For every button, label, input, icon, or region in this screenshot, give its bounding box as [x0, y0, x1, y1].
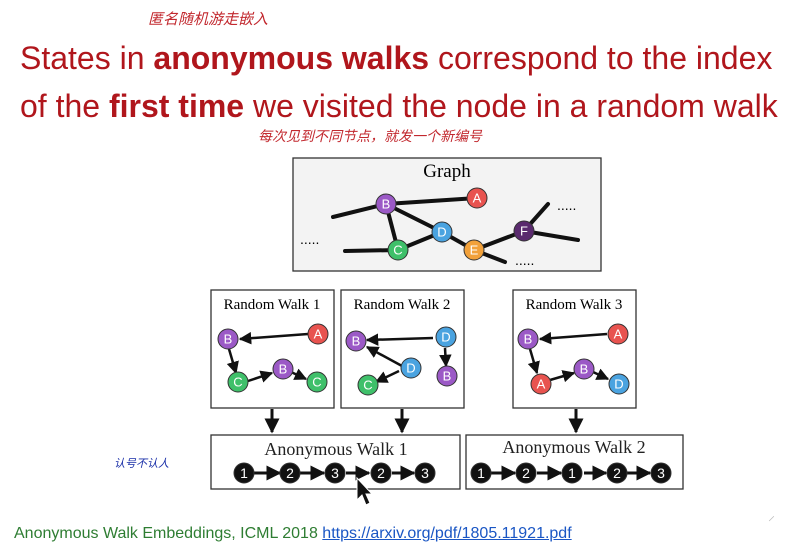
walk-1-node-2: B — [217, 328, 239, 350]
svg-text:2: 2 — [613, 465, 621, 481]
anonymous-walk-2-step-1: 1 — [470, 462, 492, 484]
svg-text:B: B — [224, 332, 233, 347]
citation-footer: Anonymous Walk Embeddings, ICML 2018 htt… — [14, 525, 572, 543]
svg-text:B: B — [524, 332, 533, 347]
svg-text:2: 2 — [377, 465, 385, 481]
svg-text:D: D — [441, 330, 450, 345]
anonymous-walk-1-step-3: 3 — [324, 462, 346, 484]
anonymous-walk-nodes: 1 2 3 2 3 1 2 1 2 3 — [233, 462, 672, 484]
random-walk-2-title: Random Walk 2 — [354, 297, 451, 313]
heading-text-3: we visited the node in a random walk — [244, 88, 778, 124]
svg-text:C: C — [312, 375, 321, 390]
svg-text:F: F — [520, 224, 528, 239]
graph-node-b: B — [375, 193, 397, 215]
walk-1-node-5: C — [306, 371, 328, 393]
walk-2-node-3: B — [436, 365, 458, 387]
svg-text:1: 1 — [240, 465, 248, 481]
walk-3-node-2: B — [517, 328, 539, 350]
paper-link[interactable]: https://arxiv.org/pdf/1805.11921.pdf — [322, 525, 572, 542]
anonymous-walk-1-title: Anonymous Walk 1 — [264, 439, 407, 459]
anonymous-walk-1-step-1: 1 — [233, 462, 255, 484]
svg-text:D: D — [437, 225, 446, 240]
svg-text:2: 2 — [286, 465, 294, 481]
anonymous-walk-2-step-4: 2 — [606, 462, 628, 484]
svg-text:C: C — [233, 375, 242, 390]
anonymous-walk-1-step-4: 2 — [370, 462, 392, 484]
svg-text:B: B — [352, 334, 361, 349]
heading-text-2: correspond to the index of the — [20, 40, 773, 124]
graph-node-f: F — [513, 220, 535, 242]
random-walk-3-title: Random Walk 3 — [526, 297, 623, 313]
anonymous-walk-1-step-5: 3 — [414, 462, 436, 484]
svg-text:2: 2 — [522, 465, 530, 481]
random-walk-arrows — [226, 331, 610, 384]
graph-node-e: E — [463, 239, 485, 261]
anonymous-walk-2-step-5: 3 — [650, 462, 672, 484]
slide-heading: States in anonymous walks correspond to … — [20, 34, 790, 130]
random-walk-nodes: A B C B C D B B C D A B A B D — [217, 323, 630, 396]
svg-text:A: A — [314, 327, 323, 342]
svg-text:A: A — [473, 191, 482, 206]
walk-3-node-5: D — [608, 373, 630, 395]
graph-node-c: C — [387, 239, 409, 261]
svg-text:A: A — [614, 327, 623, 342]
svg-text:3: 3 — [421, 465, 429, 481]
graph-ellipsis-left: ..... — [300, 231, 319, 247]
svg-text:E: E — [470, 243, 479, 258]
graph-nodes: A B C D E F — [375, 187, 535, 261]
walk-3-node-4: B — [573, 358, 595, 380]
svg-text:D: D — [614, 377, 623, 392]
anonymous-walk-2-title: Anonymous Walk 2 — [502, 437, 645, 457]
graph-node-d: D — [431, 221, 453, 243]
heading-bold-anonymous-walks: anonymous walks — [153, 40, 430, 76]
transform-arrows — [264, 409, 584, 434]
graph-ellipsis-right: ..... — [557, 197, 576, 213]
svg-text:A: A — [537, 377, 546, 392]
handwritten-note-side: 认号不认人 — [114, 457, 169, 470]
corner-watermark-icon: ⸍ — [768, 513, 775, 529]
graph-title: Graph — [423, 161, 471, 182]
walk-3-node-3: A — [530, 373, 552, 395]
anonymous-walk-1-step-2: 2 — [279, 462, 301, 484]
svg-text:D: D — [406, 361, 415, 376]
heading-text-1: States in — [20, 40, 154, 76]
walk-2-node-1: D — [435, 326, 457, 348]
citation-text: Anonymous Walk Embeddings, ICML 2018 — [14, 525, 323, 542]
handwritten-note-title: 匿名随机游走嵌入 — [148, 10, 269, 28]
walk-2-node-2: B — [345, 330, 367, 352]
svg-text:C: C — [393, 243, 402, 258]
random-walk-1-title: Random Walk 1 — [224, 297, 321, 313]
graph-ellipsis-bottom: ..... — [515, 252, 534, 268]
svg-text:3: 3 — [657, 465, 665, 481]
graph-node-a: A — [466, 187, 488, 209]
svg-text:B: B — [279, 362, 288, 377]
svg-text:3: 3 — [331, 465, 339, 481]
walk-2-node-4: C — [357, 374, 379, 396]
anonymous-walk-2-step-2: 2 — [515, 462, 537, 484]
svg-text:B: B — [443, 369, 452, 384]
walk-3-node-1: A — [607, 323, 629, 345]
svg-text:B: B — [382, 197, 391, 212]
svg-text:1: 1 — [568, 465, 576, 481]
svg-text:B: B — [580, 362, 589, 377]
svg-text:1: 1 — [477, 465, 485, 481]
mouse-cursor-icon — [356, 476, 374, 506]
walk-1-node-4: B — [272, 358, 294, 380]
walk-2-node-5: D — [400, 357, 422, 379]
anonymous-walk-2-step-3: 1 — [561, 462, 583, 484]
heading-bold-first-time: first time — [108, 88, 245, 124]
handwritten-note-numbering: 每次见到不同节点，就发一个新编号 — [258, 129, 482, 145]
walk-1-node-3: C — [227, 371, 249, 393]
walk-1-node-1: A — [307, 323, 329, 345]
svg-text:C: C — [363, 378, 372, 393]
